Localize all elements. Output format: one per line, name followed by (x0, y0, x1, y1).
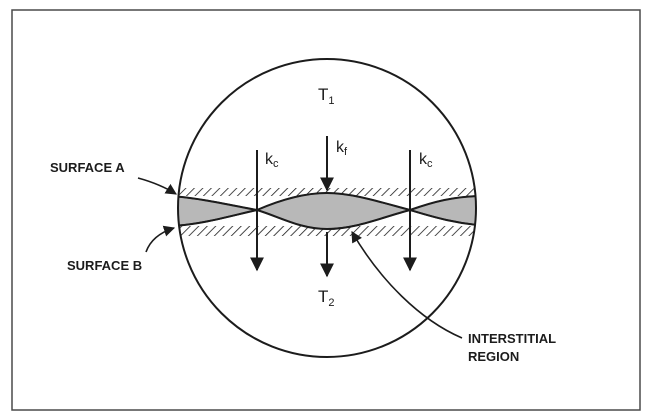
t2-label: T2 (318, 287, 335, 309)
interstitial-label: INTERSTITIAL REGION (468, 331, 560, 364)
surface-b-label: SURFACE B (67, 258, 142, 273)
interstitial-gap (170, 193, 490, 229)
kf-label: kf (336, 139, 348, 158)
kc-left-label: kc (265, 151, 279, 170)
interstitial-leader (352, 232, 462, 338)
contact-zone (170, 188, 490, 236)
surface-a-label: SURFACE A (50, 160, 125, 175)
kc-right-label: kc (419, 151, 433, 170)
surface-b-leader (146, 228, 174, 252)
surface-a-leader (138, 178, 176, 194)
t1-label: T1 (318, 85, 335, 107)
